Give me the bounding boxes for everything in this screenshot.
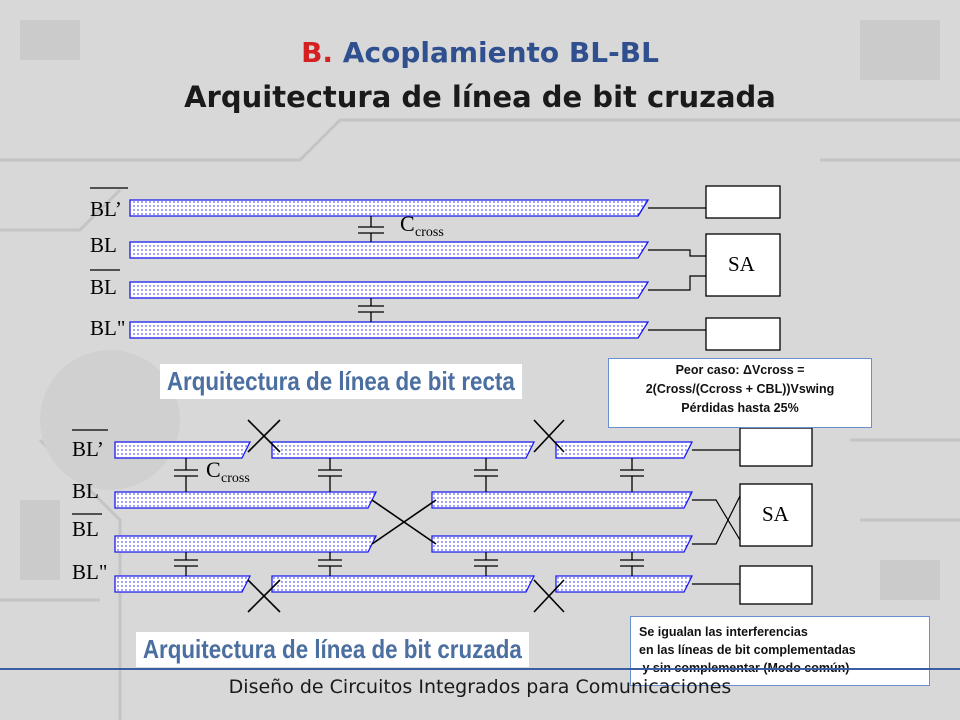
line-label-bl-double-prime: BL" bbox=[90, 316, 125, 340]
slide-subtitle: Arquitectura de línea de bit cruzada bbox=[184, 80, 776, 114]
line-label-bl: BL bbox=[72, 479, 99, 503]
sense-amp-box bbox=[705, 185, 781, 219]
note-line: Pérdidas hasta 25% bbox=[681, 401, 799, 415]
sa-label: SA bbox=[762, 502, 790, 526]
note-line: en las líneas de bit complementadas bbox=[639, 643, 856, 657]
caption-straight-architecture: Arquitectura de línea de bit recta bbox=[160, 364, 522, 399]
straight-architecture: BL’ BL BL BL" C cross bbox=[90, 185, 781, 351]
slide-title: B. Acoplamiento BL-BL bbox=[0, 36, 960, 69]
slide-footer: Diseño de Circuitos Integrados para Comu… bbox=[228, 676, 732, 698]
bitline bbox=[129, 199, 650, 217]
note-line: Se igualan las interferencias bbox=[639, 625, 808, 639]
line-label-bl-double-prime: BL" bbox=[72, 560, 107, 584]
bitline bbox=[555, 575, 694, 593]
line-label-bl-bar: BL bbox=[72, 517, 99, 541]
cap-label-sub: cross bbox=[415, 225, 444, 240]
cap-label-sub: cross bbox=[221, 471, 250, 486]
note-line: 2(Cross/(Ccross + CBL))Vswing bbox=[645, 382, 835, 396]
sense-amp-box bbox=[739, 427, 813, 467]
bitline bbox=[114, 535, 378, 553]
bitline bbox=[129, 241, 650, 259]
sense-amp-box bbox=[739, 483, 813, 547]
title-prefix: B. bbox=[301, 36, 334, 69]
note-line: Peor caso: ΔVcross = bbox=[675, 363, 805, 377]
note-worst-case: Peor caso: ΔVcross = 2(Cross/(Ccross + C… bbox=[608, 358, 872, 428]
bitline bbox=[431, 491, 694, 509]
line-label-bl-bar: BL bbox=[90, 275, 117, 299]
caption-crossed-architecture: Arquitectura de línea de bit cruzada bbox=[136, 632, 529, 667]
sense-amp-box bbox=[705, 317, 781, 351]
bitline bbox=[129, 281, 650, 299]
bitline bbox=[271, 441, 536, 459]
cap-label-c: C bbox=[400, 211, 415, 236]
bitline bbox=[271, 575, 536, 593]
sense-amp-box bbox=[705, 233, 781, 297]
sa-label: SA bbox=[728, 252, 756, 276]
bitline bbox=[114, 441, 252, 459]
footer-rule bbox=[0, 668, 960, 670]
bitline bbox=[129, 321, 650, 339]
straight-line-labels: BL’ BL BL BL" bbox=[90, 187, 128, 340]
line-label-bl: BL bbox=[90, 233, 117, 257]
line-label-bl-prime: BL’ bbox=[72, 437, 104, 461]
crossing-wires bbox=[247, 419, 565, 613]
title-main: Acoplamiento BL-BL bbox=[333, 36, 659, 69]
note-equalize-interference: Se igualan las interferencias en las lín… bbox=[630, 616, 930, 686]
line-label-bl-prime: BL’ bbox=[90, 197, 122, 221]
bitline bbox=[431, 535, 694, 553]
cap-label-c: C bbox=[206, 457, 221, 482]
bitline bbox=[114, 575, 252, 593]
crossed-capacitors bbox=[174, 458, 644, 576]
bitline bbox=[114, 491, 378, 509]
crossed-architecture: BL’ BL BL BL" bbox=[72, 419, 813, 613]
straight-capacitors bbox=[358, 216, 384, 322]
sense-amp-box bbox=[739, 565, 813, 605]
bitline bbox=[555, 441, 694, 459]
crossed-line-labels: BL’ BL BL BL" bbox=[72, 429, 108, 584]
